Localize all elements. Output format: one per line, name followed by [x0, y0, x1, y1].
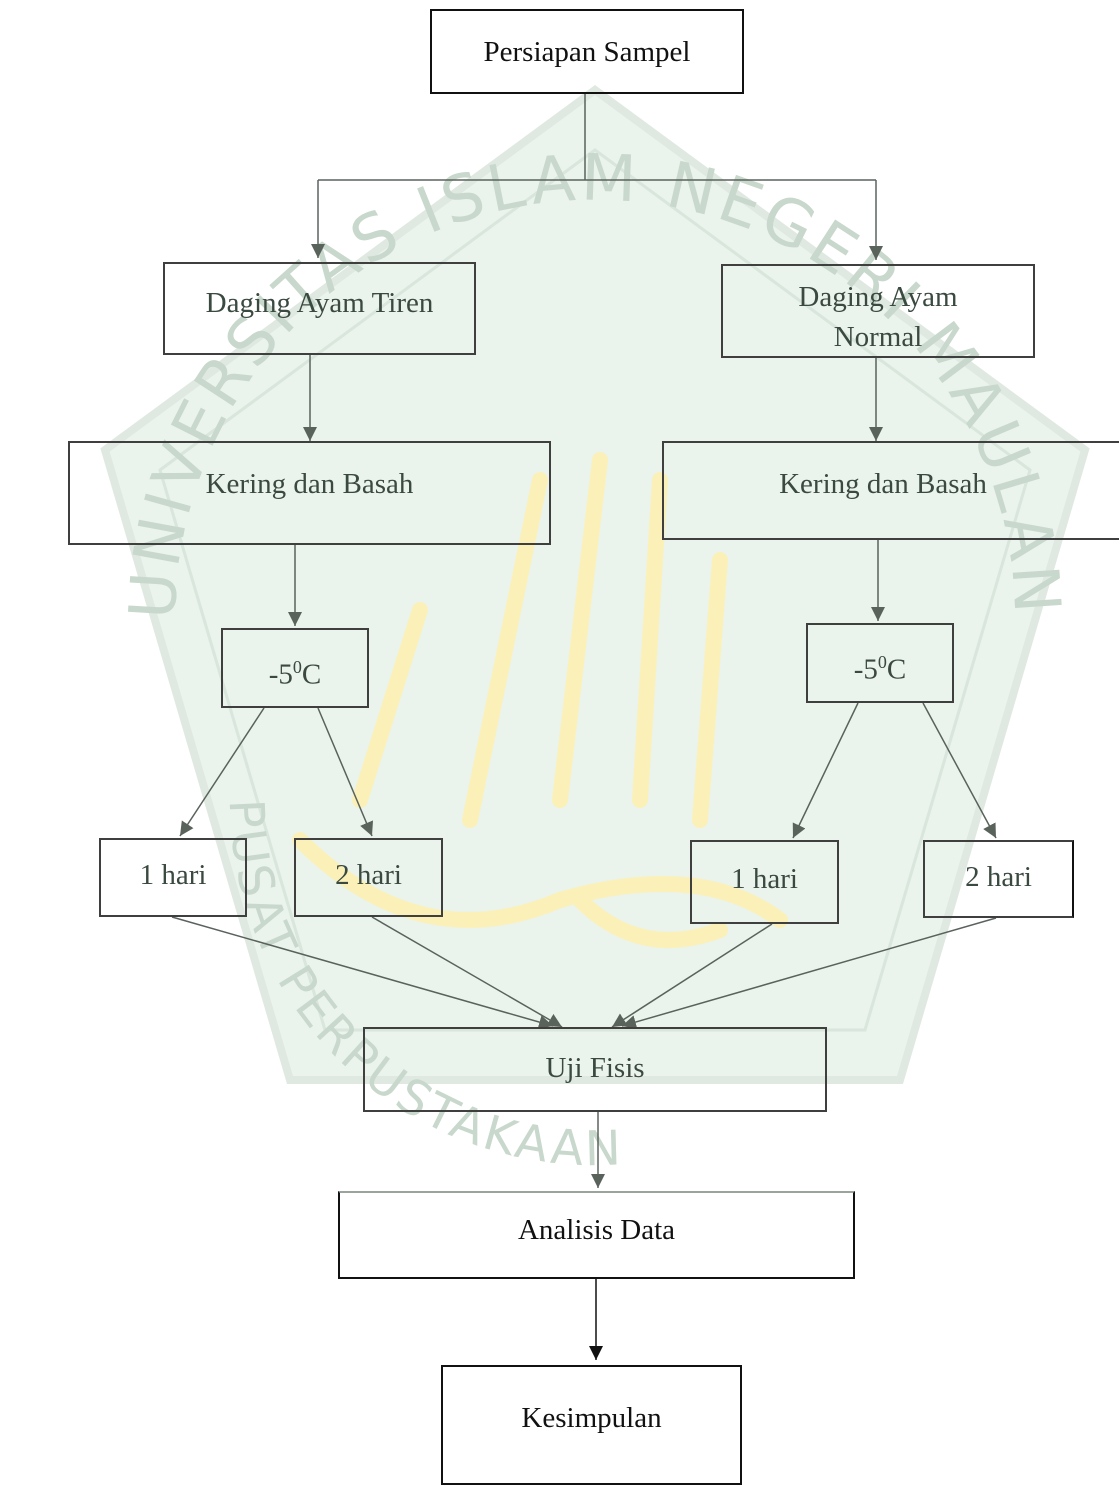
node-2-hari-right: 2 hari [923, 840, 1074, 918]
node-label: 1 hari [139, 859, 207, 891]
node-temp-right: -50C [806, 623, 954, 703]
node-label-line1: Daging Ayam [798, 281, 958, 313]
node-label: Persiapan Sampel [483, 36, 691, 68]
temperature-label: -50C [268, 657, 322, 691]
node-kering-basah-right: Kering dan Basah [662, 441, 1119, 540]
node-analisis-data: Analisis Data [338, 1191, 855, 1279]
node-label: Daging Ayam Tiren [205, 287, 434, 319]
node-label: Kering dan Basah [779, 468, 987, 500]
node-daging-ayam-normal: Daging Ayam Normal [721, 264, 1035, 358]
node-label-line2: Normal [833, 321, 923, 353]
node-label: 1 hari [731, 863, 798, 895]
node-label: Kering dan Basah [205, 468, 414, 500]
node-1-hari-left: 1 hari [99, 838, 247, 917]
node-label: 2 hari [965, 861, 1032, 893]
node-1-hari-right: 1 hari [690, 840, 839, 924]
node-label: Kesimpulan [521, 1402, 662, 1434]
temperature-label: -50C [853, 652, 907, 686]
node-persiapan-sampel: Persiapan Sampel [430, 9, 744, 94]
node-kering-basah-left: Kering dan Basah [68, 441, 551, 545]
node-label: Analisis Data [517, 1214, 676, 1246]
node-temp-left: -50C [221, 628, 369, 708]
node-label: 2 hari [335, 859, 402, 891]
calligraphy-icon [292, 452, 788, 948]
node-label: Uji Fisis [545, 1052, 645, 1084]
node-kesimpulan: Kesimpulan [441, 1365, 742, 1485]
node-daging-ayam-tiren: Daging Ayam Tiren [163, 262, 476, 355]
node-uji-fisis: Uji Fisis [363, 1027, 827, 1112]
node-2-hari-left: 2 hari [294, 838, 443, 917]
